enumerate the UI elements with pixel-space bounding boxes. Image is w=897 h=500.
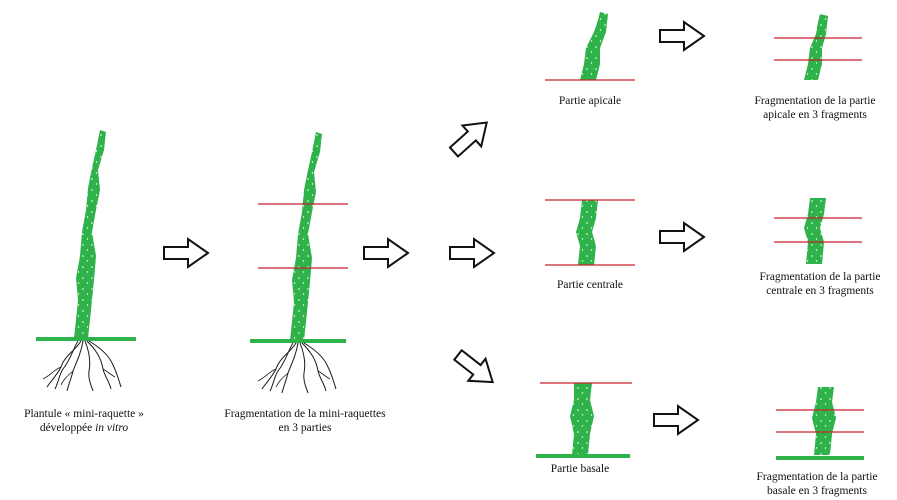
whole-plantlet: [36, 130, 136, 391]
caption-line: en 3 parties: [210, 421, 400, 435]
plantlet-stem: [290, 132, 322, 340]
caption-line: centrale en 3 fragments: [745, 284, 895, 298]
caption-line: Fragmentation de la partie: [745, 270, 895, 284]
central-fragmentation-caption: Fragmentation de la partie centrale en 3…: [745, 270, 895, 298]
fragmentation-caption: Fragmentation de la mini-raquettes en 3 …: [210, 407, 400, 435]
central-fragment-stem: [804, 198, 826, 264]
plantlet-caption: Plantule « mini-raquette » développée in…: [6, 407, 162, 435]
arrow-right-icon: [450, 239, 494, 267]
central-fragmented: [774, 198, 862, 264]
basal-segment: [570, 383, 594, 455]
arrow-right-icon: [660, 223, 704, 251]
apical-fragment-stem: [804, 14, 828, 80]
apical-part: [545, 12, 635, 80]
caption-text: développée: [40, 422, 95, 434]
arrow-right-icon: [164, 239, 208, 267]
basal-fragment-stem: [812, 387, 836, 455]
central-part-caption: Partie centrale: [540, 278, 640, 292]
caption-line: Fragmentation de la partie: [742, 470, 892, 484]
caption-italic: in vitro: [95, 422, 128, 434]
caption-line: basale en 3 fragments: [742, 484, 892, 498]
arrow-down-right-icon: [449, 344, 501, 393]
plantlet-stem: [74, 130, 106, 338]
caption-line: Plantule « mini-raquette »: [6, 407, 162, 421]
arrow-right-icon: [660, 22, 704, 50]
basal-fragmentation-caption: Fragmentation de la partie basale en 3 f…: [742, 470, 892, 498]
apical-part-caption: Partie apicale: [540, 94, 640, 108]
basal-fragmented: [776, 387, 864, 458]
basal-part-caption: Partie basale: [530, 462, 630, 476]
arrow-right-icon: [364, 239, 408, 267]
central-part: [545, 200, 635, 265]
arrow-up-right-icon: [445, 112, 496, 162]
basal-part: [536, 383, 632, 456]
caption-line: Fragmentation de la mini-raquettes: [210, 407, 400, 421]
central-segment: [576, 200, 598, 265]
cut-plantlet: [250, 132, 348, 393]
roots: [258, 343, 336, 393]
apical-fragmented: [774, 14, 862, 80]
roots: [43, 341, 121, 391]
caption-line: apicale en 3 fragments: [740, 108, 890, 122]
caption-line: Fragmentation de la partie: [740, 94, 890, 108]
apical-segment: [580, 12, 608, 80]
apical-fragmentation-caption: Fragmentation de la partie apicale en 3 …: [740, 94, 890, 122]
caption-line: développée in vitro: [6, 421, 162, 435]
arrow-right-icon: [654, 406, 698, 434]
